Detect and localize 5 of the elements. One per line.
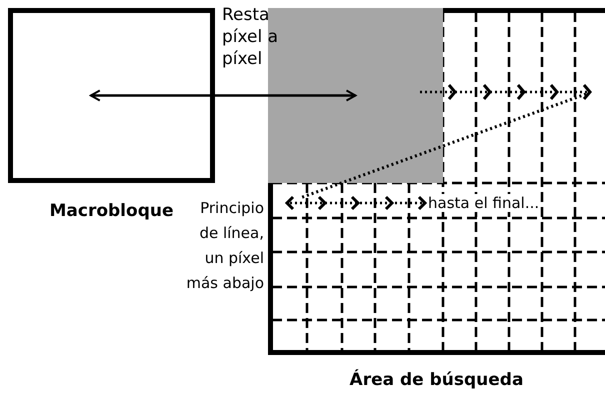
double-headed-arrow [90,90,356,102]
edge-label: Resta píxel a píxel [222,4,280,70]
note-text: hasta el final... [428,194,540,212]
candidate-block [268,8,443,183]
search-area-label: Área de búsqueda [348,370,524,390]
